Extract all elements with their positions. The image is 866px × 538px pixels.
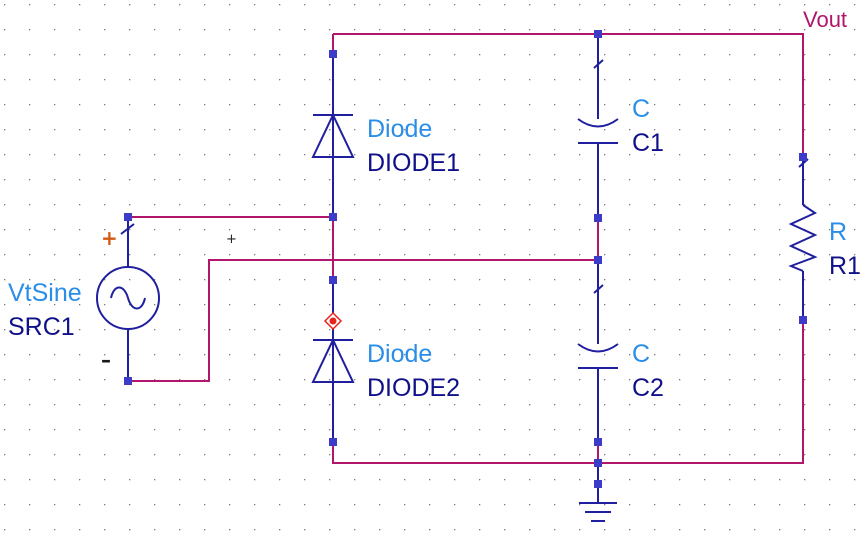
c1-type-label: C xyxy=(632,95,650,123)
source-name-label: SRC1 xyxy=(8,313,75,341)
diode-diode1[interactable]: Diode DIODE1 xyxy=(311,50,460,221)
c1-curved-plate xyxy=(577,118,619,128)
diode2-type-label: Diode xyxy=(367,340,432,368)
wire-src-minus-to-cap-mid[interactable] xyxy=(128,259,598,382)
c2-type-label: C xyxy=(632,340,650,368)
diode1-triangle xyxy=(311,112,355,158)
source-plus-sign: + xyxy=(101,226,118,250)
capacitor-c2[interactable]: C C2 xyxy=(577,256,664,446)
source-minus-sign: – xyxy=(101,348,111,372)
diode2-name-label: DIODE2 xyxy=(367,374,460,402)
net-label-vout[interactable]: Vout xyxy=(803,7,847,32)
c1-name-label: C1 xyxy=(632,129,664,157)
diode2-triangle xyxy=(311,337,355,383)
r1-name-label: R1 xyxy=(829,252,861,280)
capacitor-c1[interactable]: C C1 xyxy=(577,30,664,222)
source-type-label: VtSine xyxy=(8,279,82,307)
cursor-crosshair-icon: + xyxy=(226,232,237,247)
resistor-r1[interactable]: R R1 xyxy=(788,153,861,324)
resistor-zigzag-icon xyxy=(788,204,818,272)
diode1-name-label: DIODE1 xyxy=(367,149,460,177)
ground-symbol-icon[interactable] xyxy=(579,459,617,522)
c2-curved-plate xyxy=(577,343,619,353)
c2-name-label: C2 xyxy=(632,374,664,402)
r1-type-label: R xyxy=(829,218,847,246)
diode-diode2[interactable]: Diode DIODE2 xyxy=(311,276,460,446)
wires xyxy=(128,33,804,464)
sine-source-icon xyxy=(96,266,160,330)
diode1-type-label: Diode xyxy=(367,115,432,143)
wire-bottom-rail[interactable] xyxy=(332,320,804,464)
vtsine-source-src1[interactable]: + – VtSine SRC1 xyxy=(8,213,160,385)
wire-top-rail[interactable] xyxy=(333,33,804,157)
